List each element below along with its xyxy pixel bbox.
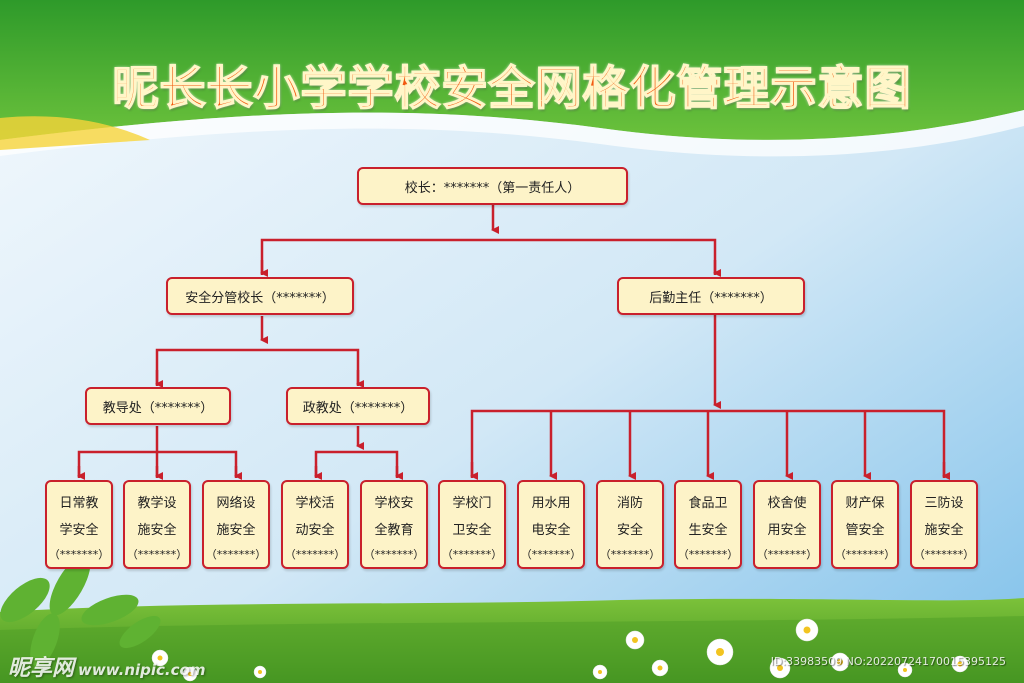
leaf-line-2: 学安全 [59, 523, 99, 538]
leaf-line-1: 学校安 [374, 496, 414, 511]
leaf-line-3: （*******） [363, 548, 425, 561]
leaf-line-3: （*******） [205, 548, 267, 561]
leaf-box: 食品卫 生安全 （*******） [674, 480, 742, 569]
leaf-line-2: 动安全 [295, 523, 335, 538]
academic-affairs-box: 教导处（*******） [85, 387, 231, 425]
political-affairs-box: 政教处（*******） [286, 387, 430, 425]
leaf-line-2: 卫安全 [452, 523, 492, 538]
leaf-line-2: 安全 [616, 523, 643, 538]
leaf-box: 校舍使 用安全 （*******） [753, 480, 821, 569]
leaf-line-2: 施安全 [137, 523, 177, 538]
leaf-box: 学校门 卫安全 （*******） [438, 480, 506, 569]
page-title: 昵长长小学学校安全网格化管理示意图 [112, 60, 912, 116]
leaf-line-3: （*******） [599, 548, 661, 561]
leaf-line-1: 教学设 [137, 496, 177, 511]
leaf-line-1: 校舍使 [767, 496, 807, 511]
leaf-line-2: 施安全 [216, 523, 256, 538]
leaf-line-1: 消防 [616, 496, 643, 511]
leaf-box: 网络设 施安全 （*******） [202, 480, 270, 569]
leaf-line-2: 用安全 [767, 523, 807, 538]
leaf-line-3: （*******） [126, 548, 188, 561]
leaf-box: 日常教 学安全 （*******） [45, 480, 113, 569]
leaf-line-1: 用水用 [531, 496, 571, 511]
leaf-line-3: （*******） [756, 548, 818, 561]
leaf-line-3: （*******） [441, 548, 503, 561]
leaf-box: 学校活 动安全 （*******） [281, 480, 349, 569]
leaf-line-3: （*******） [284, 548, 346, 561]
leaf-box: 财产保 管安全 （*******） [831, 480, 899, 569]
leaf-line-1: 财产保 [845, 496, 885, 511]
leaf-line-2: 管安全 [845, 523, 885, 538]
leaf-box: 教学设 施安全 （*******） [123, 480, 191, 569]
leaf-line-3: （*******） [520, 548, 582, 561]
principal-box: 校长：*******（第一责任人） [357, 167, 628, 205]
leaf-line-1: 网络设 [216, 496, 256, 511]
logistics-director-box: 后勤主任（*******） [617, 277, 805, 315]
leaf-box: 学校安 全教育 （*******） [360, 480, 428, 569]
safety-vice-principal-box: 安全分管校长（*******） [166, 277, 354, 315]
leaf-line-1: 食品卫 [688, 496, 728, 511]
leaf-box: 用水用 电安全 （*******） [517, 480, 585, 569]
leaf-line-3: （*******） [834, 548, 896, 561]
leaf-line-1: 日常教 [59, 496, 99, 511]
leaf-line-3: （*******） [48, 548, 110, 561]
leaf-line-1: 学校门 [452, 496, 492, 511]
leaf-line-1: 学校活 [295, 496, 335, 511]
leaf-line-3: （*******） [677, 548, 739, 561]
watermark-site: www.nipic.com [78, 661, 206, 679]
watermark-id: ID:33983509 NO:20220724170015395125 [770, 655, 1006, 668]
leaf-line-2: 生安全 [688, 523, 728, 538]
leaf-box: 消防 安全 （*******） [596, 480, 664, 569]
leaf-line-2: 施安全 [924, 523, 964, 538]
leaf-line-2: 电安全 [531, 523, 571, 538]
watermark-logo-text: 昵享网 [8, 656, 75, 681]
leaf-line-1: 三防设 [924, 496, 964, 511]
leaf-box: 三防设 施安全 （*******） [910, 480, 978, 569]
leaf-line-2: 全教育 [374, 523, 414, 538]
leaf-line-3: （*******） [913, 548, 975, 561]
